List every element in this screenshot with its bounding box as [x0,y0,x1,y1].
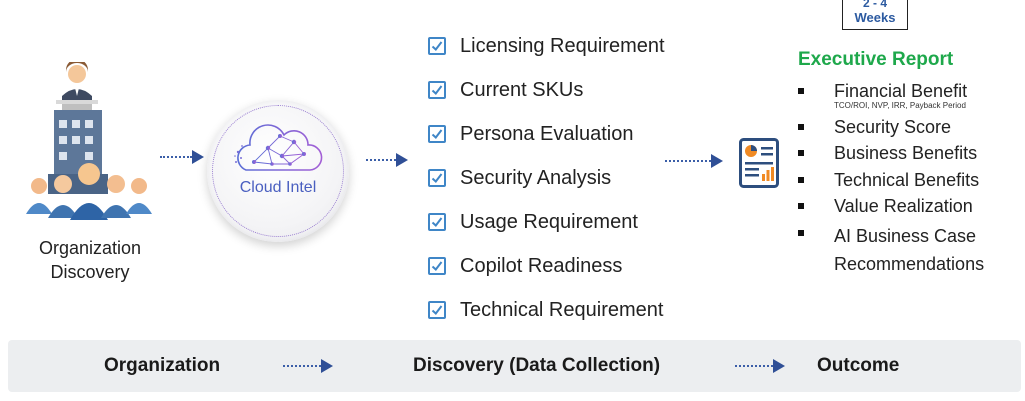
checkbox-checked-icon [428,257,446,275]
arrow-checklist-to-report [665,154,725,168]
executive-report-item-label: AI Business Case Recommendations [834,225,985,274]
checkbox-checked-icon [428,301,446,319]
executive-report-item-label: Business Benefits [834,143,978,163]
timeline-badge: 2 - 4 Weeks [842,0,908,30]
checklist-item: Usage Requirement [428,200,708,244]
organization-caption-line1: Organization [38,238,142,258]
checklist-item-label: Usage Requirement [460,210,638,233]
checklist-item: Technical Requirement [428,288,708,332]
discovery-checklist: Licensing Requirement Current SKUs Perso… [428,24,708,332]
cloud-intel-label: Cloud Intel [239,179,317,196]
bullet-icon [798,123,804,130]
organization-caption: Organization Discovery [10,236,170,284]
executive-report-title: Executive Report [798,49,954,70]
bullet-icon [798,150,804,156]
executive-report-item-sub: TCO/ROI, NVP, IRR, Payback Period [834,101,966,110]
bullet-icon [798,203,804,209]
executive-report-list: Financial Benefit TCO/ROI, NVP, IRR, Pay… [798,80,1023,282]
checklist-item: Licensing Requirement [428,24,708,68]
executive-report-item: AI Business Case Recommendations [798,222,1004,278]
checklist-item-label: Current SKUs [460,78,584,101]
bullet-icon [798,229,804,236]
executive-report-item: Security Score [798,116,1023,138]
network-cloud-icon [232,118,324,178]
checklist-item: Current SKUs [428,68,708,112]
executive-report-item: Business Benefits [798,142,1023,164]
checklist-item: Persona Evaluation [428,112,708,156]
executive-report-item: Technical Benefits [798,169,1023,191]
bullet-icon [798,176,804,183]
checkbox-checked-icon [428,125,446,143]
arrow-step1-to-step2 [283,359,335,373]
checkbox-checked-icon [428,37,446,55]
arrow-org-to-cloud [160,150,204,164]
checklist-item-label: Security Analysis [460,166,612,189]
checklist-item: Copilot Readiness [428,244,708,288]
executive-report-item-label: Financial Benefit [834,81,968,101]
executive-report-item-label: Security Score [834,116,952,137]
process-step-discovery: Discovery (Data Collection) [413,355,661,376]
report-document-icon [739,138,779,188]
bullet-icon [798,88,804,94]
process-bar [8,340,1021,392]
process-step-organization: Organization [104,355,221,376]
executive-report-item-label: Value Realization [834,196,973,216]
executive-report-item: Value Realization [798,195,1023,217]
checkbox-checked-icon [428,81,446,99]
cloud-intel-ring [212,105,344,237]
arrow-cloud-to-checklist [366,153,410,167]
checkbox-checked-icon [428,213,446,231]
checkbox-checked-icon [428,169,446,187]
checklist-item-label: Copilot Readiness [460,254,623,277]
process-step-outcome: Outcome [817,355,900,376]
executive-report-item: Financial Benefit TCO/ROI, NVP, IRR, Pay… [798,80,1023,111]
organization-people-building-icon [26,59,154,222]
checklist-item-label: Licensing Requirement [460,34,665,57]
timeline-unit: Weeks [854,10,896,25]
checklist-item-label: Technical Requirement [460,298,664,321]
timeline-duration: 2 - 4 [862,0,887,10]
checklist-item-label: Persona Evaluation [460,122,634,145]
organization-caption-line2: Discovery [50,262,130,282]
arrow-step2-to-step3 [735,359,787,373]
executive-report-item-label: Technical Benefits [834,169,980,190]
checklist-item: Security Analysis [428,156,708,200]
